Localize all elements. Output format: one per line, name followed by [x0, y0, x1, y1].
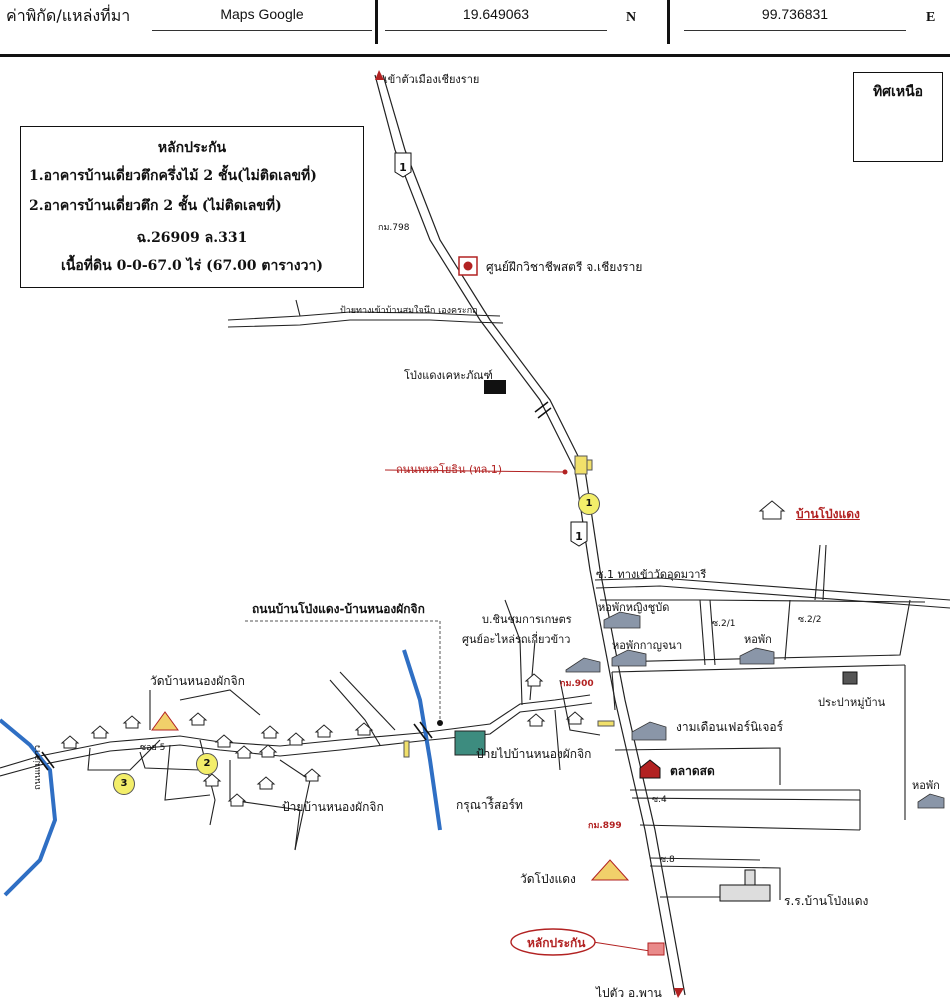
north-label: ทิศเหนือ [872, 84, 924, 100]
pharmacy-label: โป่งแดงเคหะภัณฑ์ [404, 369, 493, 382]
main-road-label: ถนนพหลโยธิน (ทล.1) [396, 463, 503, 476]
wat-pongdaeng-label: วัดโป่งแดง [520, 872, 576, 886]
collateral-legend: หลักประกัน 1.อาคารบ้านเดี่ยวตึกครึ่งไม้ … [20, 126, 364, 288]
marker-2: 2 [196, 753, 218, 775]
sign-nongphak-label: ป้ายไปบ้านหนองผักจิก [476, 747, 592, 761]
left-road-label: ถนนแม่ลาว [33, 744, 43, 790]
sign-post [597, 720, 615, 727]
coordinate-header: ค่าพิกัด/แหล่งที่มา Maps Google 19.64906… [0, 0, 950, 56]
to-phan-label: ไปตัว อ.พาน [596, 986, 662, 1000]
furniture-label: งามเดือนเฟอร์นิเจอร์ [676, 720, 784, 734]
to-city-label: เข้าตัวเมืองเชียงราย [384, 73, 480, 86]
bridge-mark [413, 721, 433, 741]
resort-icon [454, 730, 486, 756]
soi4-label: ซ.4 [652, 795, 667, 805]
collateral-callout [592, 941, 651, 952]
east-roads [594, 544, 950, 900]
marker-3: 3 [113, 773, 135, 795]
source-value: Maps Google [220, 6, 304, 22]
location-map [0, 70, 950, 998]
sign-village-label: ป้ายบ้านหนองผักจิก [282, 800, 384, 814]
km899-label: กม.899 [588, 821, 622, 831]
marker-1: 1 [578, 493, 600, 515]
temple-icon [590, 859, 630, 881]
latitude-underline [385, 30, 607, 31]
soi22-label: ซ.2/2 [798, 615, 822, 625]
source-underline [152, 30, 372, 31]
bridge-mark [35, 751, 55, 771]
km900-label: กม.900 [560, 679, 594, 689]
collateral-label: หลักประกัน [527, 936, 586, 950]
header-separator [375, 0, 378, 44]
market-icon [639, 759, 661, 779]
soi1-label: ซ.1 ทางเข้าวัดอุดมวารี [596, 568, 707, 581]
legend-line-1: 1.อาคารบ้านเดี่ยวตึกครึ่งไม้ 2 ชั้น(ไม่ต… [29, 168, 317, 184]
collateral-callout-ellipse [510, 928, 596, 956]
parts-label: ศูนย์อะไหล่รถเกี่ยวข้าว [462, 633, 571, 646]
longitude-underline [684, 30, 906, 31]
legend-line-3: ฉ.26909 ล.331 [136, 230, 248, 246]
sign-road-label: ป้ายทางเข้าบ้านสมใจนึก เองคระกฤ [340, 306, 478, 316]
building-icons [565, 611, 945, 809]
fuel-station-icon [574, 455, 593, 475]
west-side-roads [87, 599, 601, 851]
dorm-label: หอพัก [744, 633, 772, 646]
sign-post [403, 740, 410, 758]
route-shield: 1 [394, 152, 412, 178]
header-divider [0, 54, 950, 57]
dorm-kanjana-label: หอพักกาญจนา [612, 639, 683, 652]
km798-label: กม.798 [378, 223, 410, 233]
road-name-label: ถนนบ้านโป่งแดง-บ้านหนองผักจิก [252, 602, 425, 616]
longitude-value: 99.736831 [761, 6, 829, 22]
route-number: 1 [575, 530, 583, 543]
river-west [0, 718, 58, 897]
school-icon [719, 869, 771, 902]
longitude-unit: E [926, 10, 936, 25]
north-indicator: ทิศเหนือ [853, 72, 943, 162]
north-arrow-road [375, 70, 384, 80]
route-shield: 1 [570, 521, 588, 547]
market-label: ตลาดสด [670, 764, 715, 778]
latitude-value: 19.649063 [462, 6, 530, 22]
legend-line-4: เนื้อที่ดิน 0-0-67.0 ไร่ (67.00 ตารางวา) [61, 258, 323, 274]
agri-label: บ.ชินชมการเกษตร [482, 613, 572, 626]
legend-title: หลักประกัน [157, 140, 227, 156]
sign-road [227, 299, 504, 328]
temple-icon [151, 711, 179, 731]
training-center-label: ศูนย์ฝึกวิชาชีพสตรี จ.เชียงราย [486, 260, 643, 274]
route-number: 1 [399, 161, 407, 174]
highway-callout [384, 469, 566, 473]
soi21-label: ซ.2/1 [712, 619, 736, 629]
village-label: บ้านโป่งแดง [796, 507, 860, 521]
legend-line-2: 2.อาคารบ้านเดี่ยวตึก 2 ชั้น (ไม่ติดเลขที… [29, 198, 282, 214]
collateral-location [647, 942, 665, 956]
main-highway [374, 74, 686, 996]
village-water-label: ประปาหมู่บ้าน [818, 696, 886, 709]
school-label: ร.ร.บ้านโป่งแดง [784, 894, 869, 908]
dorm2-label: หอพัก [912, 779, 940, 792]
pharmacy-building [484, 380, 506, 394]
soi8-label: ซ.8 [660, 855, 675, 865]
village-water-icon [842, 671, 858, 685]
coordinate-source-label: ค่าพิกัด/แหล่งที่มา [6, 6, 131, 25]
house-icons [60, 500, 786, 807]
road-break-mark [534, 401, 552, 419]
road-name-callout [245, 620, 441, 720]
west-main-road [0, 694, 593, 777]
dorm-women-label: หอพักหญิงชูบัด [598, 601, 670, 614]
wat-nongphak-label: วัดบ้านหนองผักจิก [150, 674, 245, 688]
header-separator [667, 0, 670, 44]
resort-label: กรุณาร์ีสอร์ท [456, 798, 523, 812]
soi5-label: ซอย 5 [140, 743, 166, 753]
south-arrow-road [674, 988, 684, 998]
latitude-unit: N [626, 10, 637, 25]
